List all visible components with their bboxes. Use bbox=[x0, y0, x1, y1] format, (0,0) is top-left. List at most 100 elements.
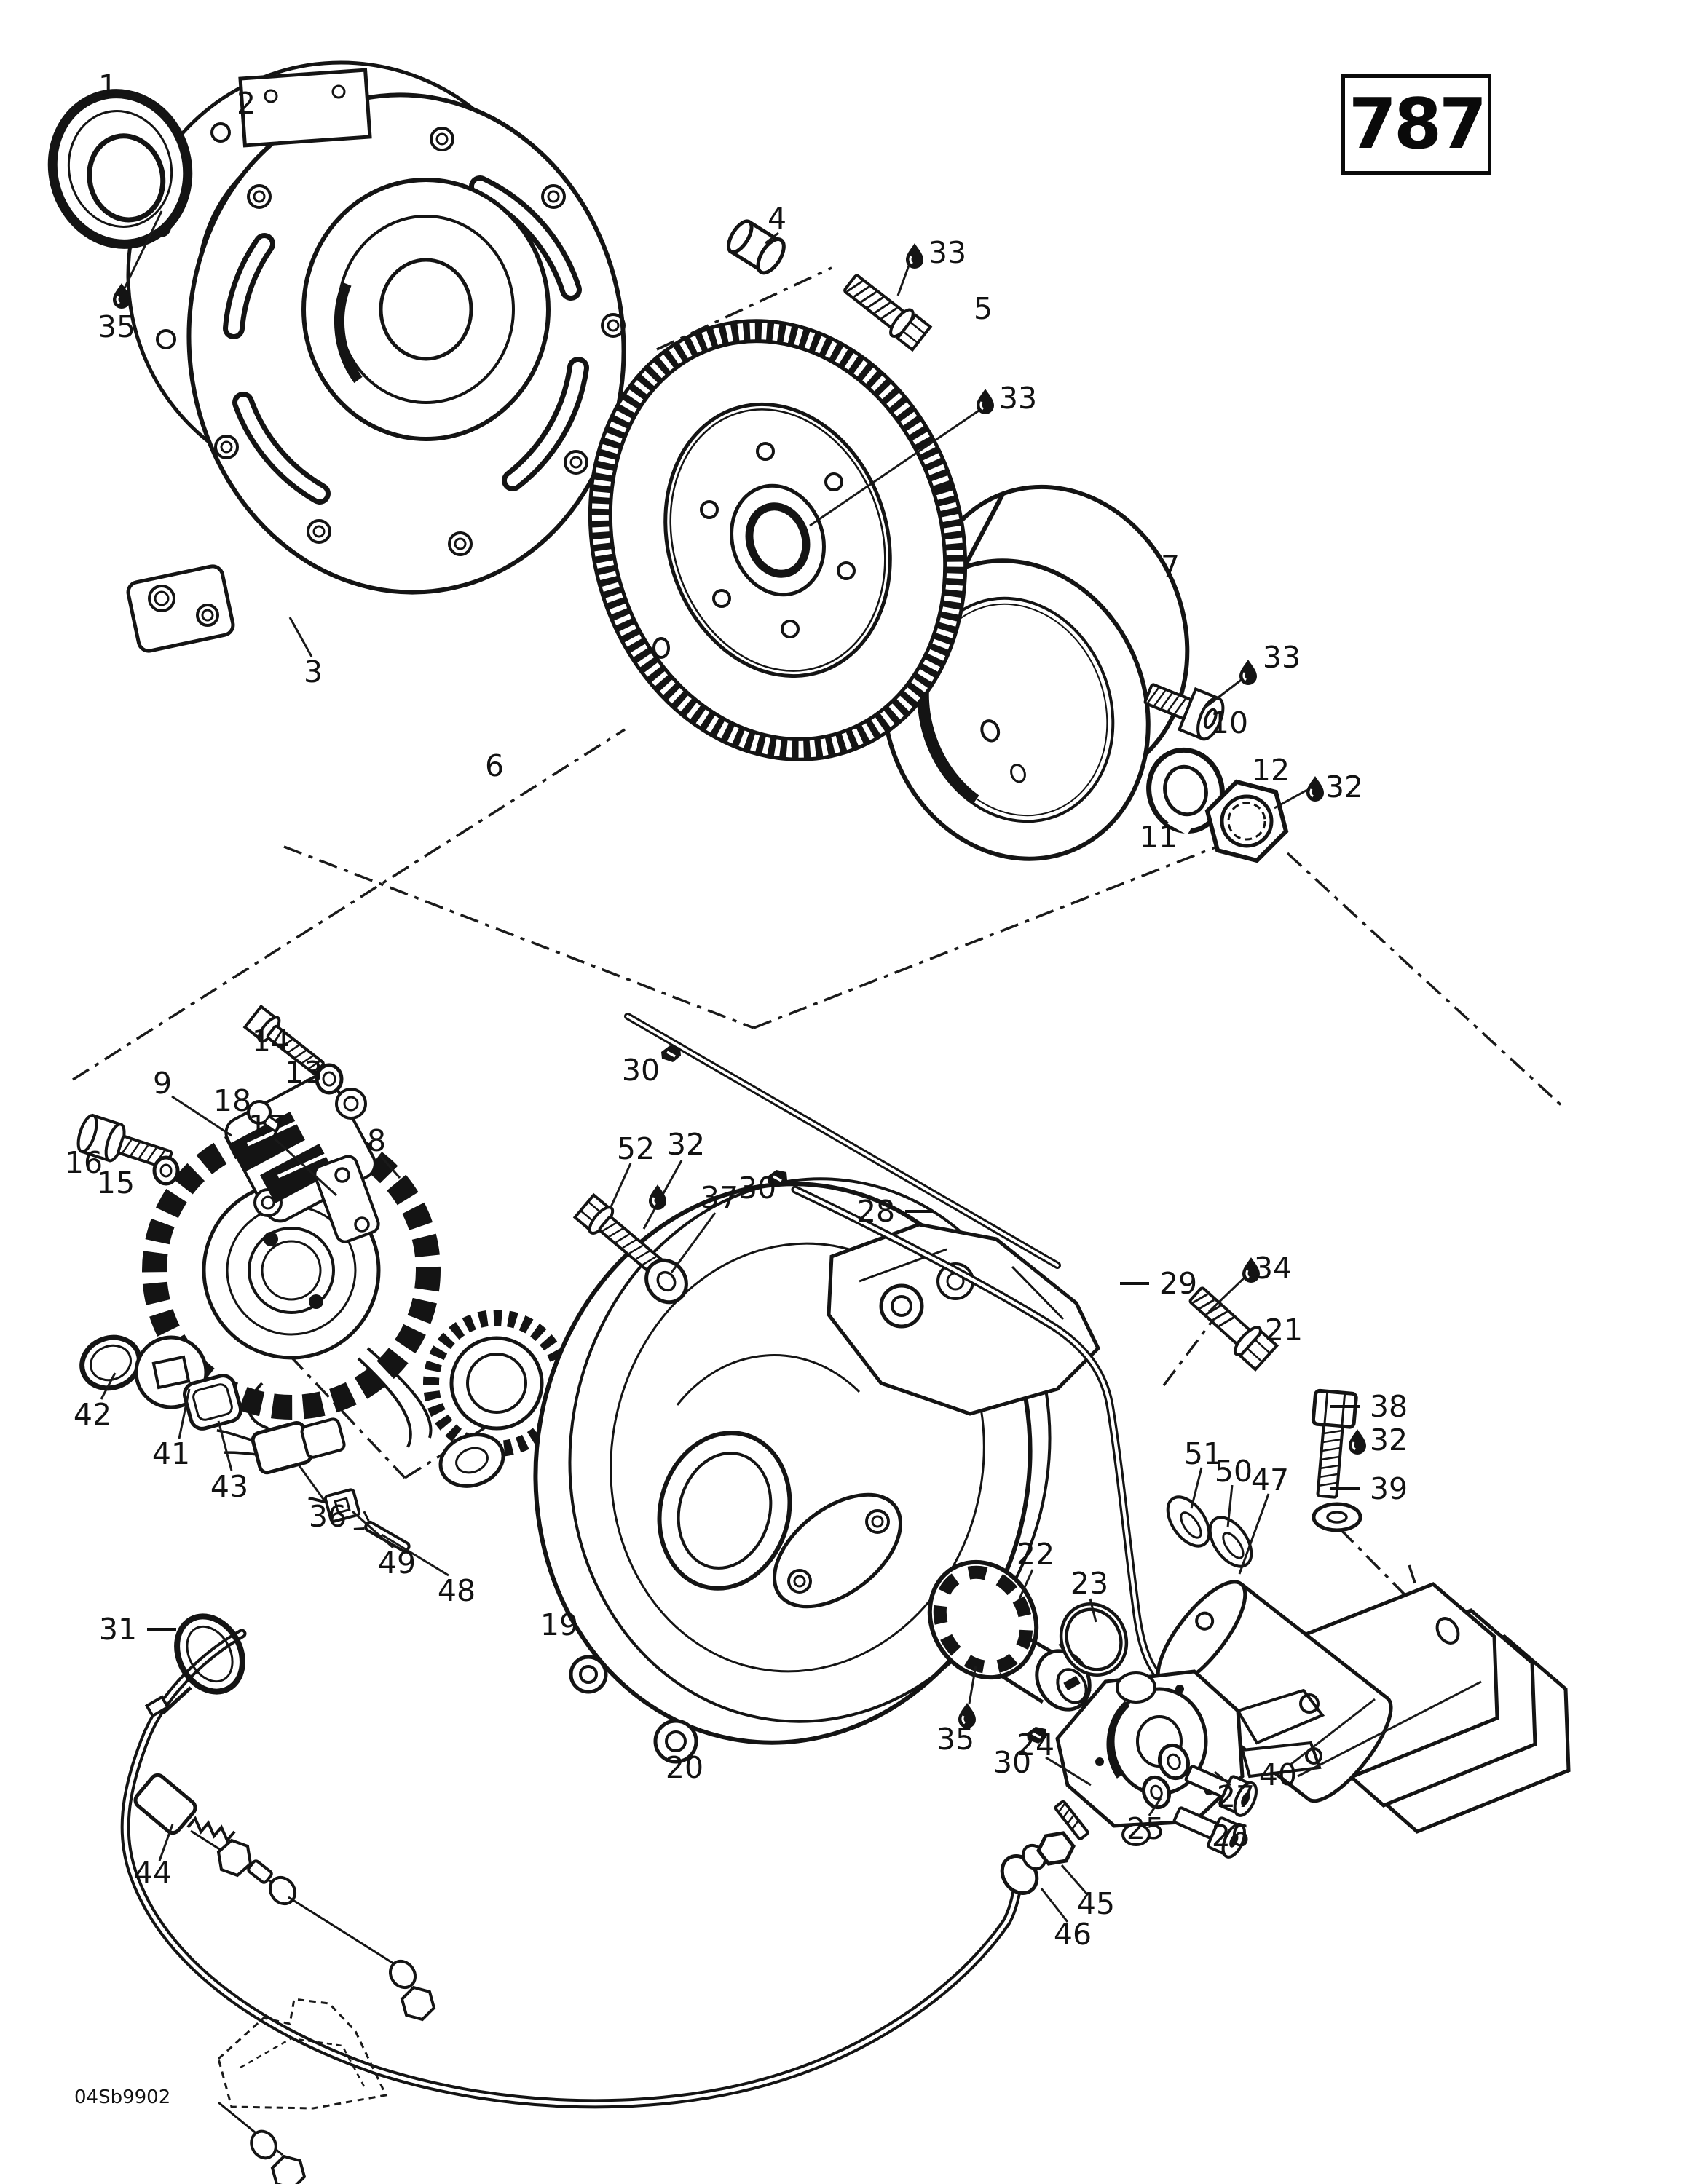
leader-lines bbox=[100, 210, 1482, 1923]
callout-31: 31 bbox=[99, 1612, 137, 1647]
part-washer-15 bbox=[152, 1155, 180, 1186]
callout-33: 33 bbox=[1263, 640, 1301, 675]
callout-3: 3 bbox=[304, 654, 323, 689]
part-bolt-10 bbox=[1143, 683, 1225, 741]
callout-21: 21 bbox=[1265, 1313, 1303, 1348]
callout-27: 27 bbox=[1217, 1779, 1255, 1814]
part-bolt-21 bbox=[1188, 1286, 1279, 1372]
callout-35: 35 bbox=[936, 1722, 974, 1757]
flywheel-bolt-holes bbox=[700, 442, 856, 638]
part-washer-13 bbox=[315, 1063, 344, 1095]
part-tab-washer-50 bbox=[1208, 1516, 1253, 1568]
part-bolt-16 bbox=[76, 1113, 173, 1170]
callout-16: 16 bbox=[65, 1145, 103, 1180]
callout-29: 29 bbox=[1159, 1266, 1197, 1301]
callout-22: 22 bbox=[1017, 1537, 1054, 1572]
part-rod-28 bbox=[624, 1013, 1061, 1269]
oil-drop-icon bbox=[975, 387, 995, 416]
callout-34: 34 bbox=[1254, 1251, 1292, 1286]
callout-10: 10 bbox=[1210, 705, 1248, 740]
part-bolt-5 bbox=[843, 274, 933, 352]
part-bolt-26 bbox=[1172, 1806, 1246, 1859]
part-bracket-17 bbox=[313, 1155, 380, 1243]
callout-32: 32 bbox=[1370, 1423, 1408, 1457]
part-washers-25 bbox=[1141, 1743, 1191, 1810]
callout-19: 19 bbox=[540, 1607, 578, 1642]
part-bolt-27 bbox=[1184, 1765, 1258, 1817]
oil-drop-icon bbox=[1347, 1428, 1368, 1456]
part-nut-12 bbox=[1204, 779, 1289, 863]
callout-50: 50 bbox=[1215, 1454, 1253, 1489]
part-tube-29 bbox=[791, 1185, 1167, 1685]
part-boot-43 bbox=[183, 1374, 242, 1431]
oil-drop-icon bbox=[1238, 658, 1258, 687]
part-bolt-38 bbox=[1311, 1388, 1358, 1499]
callout-33: 33 bbox=[928, 235, 966, 270]
part-oil-seal bbox=[47, 89, 193, 249]
callout-49: 49 bbox=[378, 1546, 416, 1580]
callout-28: 28 bbox=[857, 1194, 895, 1229]
callout-39: 39 bbox=[1370, 1471, 1408, 1506]
engine-model-stamp: 787 bbox=[1341, 74, 1491, 175]
part-ring-42 bbox=[79, 1334, 142, 1391]
callout-12: 12 bbox=[1252, 753, 1290, 788]
part-tab-washer-51 bbox=[1166, 1495, 1211, 1548]
callout-20: 20 bbox=[666, 1750, 703, 1785]
part-oring-23 bbox=[1059, 1602, 1129, 1677]
oil-drop-icon bbox=[1305, 775, 1325, 803]
callout-1: 1 bbox=[98, 68, 117, 103]
callout-46: 46 bbox=[1054, 1917, 1092, 1952]
callout-33: 33 bbox=[999, 381, 1037, 416]
part-cable-tie-31 bbox=[144, 1613, 245, 1718]
part-washer-11 bbox=[1146, 747, 1225, 836]
callout-26: 26 bbox=[1212, 1819, 1250, 1853]
callout-32: 32 bbox=[667, 1127, 705, 1162]
callout-47: 47 bbox=[1251, 1463, 1289, 1497]
callout-8: 8 bbox=[367, 1123, 386, 1158]
callout-7: 7 bbox=[1161, 549, 1180, 584]
callout-30: 30 bbox=[738, 1171, 776, 1206]
callout-18: 18 bbox=[213, 1083, 251, 1118]
callout-37: 37 bbox=[701, 1180, 738, 1215]
ghost-bracket bbox=[217, 1998, 388, 2110]
clip-icon bbox=[660, 1044, 682, 1064]
callout-36: 36 bbox=[309, 1499, 347, 1534]
callout-25: 25 bbox=[1127, 1811, 1164, 1846]
callout-4: 4 bbox=[768, 201, 786, 236]
part-flywheel bbox=[588, 319, 968, 761]
callout-38: 38 bbox=[1370, 1389, 1408, 1424]
part-washer-39 bbox=[1312, 1502, 1362, 1532]
oil-drop-icon bbox=[904, 242, 925, 270]
part-cable-44 bbox=[120, 1629, 1023, 2184]
part-bolt-14 bbox=[242, 1004, 325, 1075]
callout-5: 5 bbox=[974, 291, 993, 326]
callout-15: 15 bbox=[97, 1166, 135, 1200]
part-adjuster-45-46 bbox=[1000, 1800, 1089, 1895]
callout-30: 30 bbox=[622, 1053, 660, 1088]
callout-51: 51 bbox=[1184, 1436, 1222, 1471]
housing-bolt-bosses bbox=[214, 127, 626, 556]
part-dowel-pin bbox=[726, 219, 786, 275]
callout-24: 24 bbox=[1017, 1728, 1054, 1762]
callout-45: 45 bbox=[1077, 1886, 1115, 1921]
callout-52: 52 bbox=[617, 1131, 655, 1166]
callout-17: 17 bbox=[248, 1109, 286, 1144]
part-screw-18 bbox=[247, 1100, 283, 1133]
part-plate-49 bbox=[308, 1488, 361, 1523]
callout-48: 48 bbox=[438, 1573, 476, 1608]
callout-9: 9 bbox=[153, 1066, 172, 1101]
part-coil-47 bbox=[1156, 1580, 1393, 1803]
oil-drop-icon bbox=[647, 1183, 668, 1211]
callout-32: 32 bbox=[1325, 769, 1363, 804]
part-housing bbox=[126, 68, 626, 653]
callout-13: 13 bbox=[285, 1055, 323, 1090]
callout-35: 35 bbox=[98, 309, 135, 344]
callout-6: 6 bbox=[485, 748, 504, 783]
callout-40: 40 bbox=[1259, 1757, 1297, 1792]
callout-42: 42 bbox=[74, 1397, 111, 1432]
part-washer-37 bbox=[644, 1258, 688, 1305]
callout-11: 11 bbox=[1140, 820, 1178, 855]
